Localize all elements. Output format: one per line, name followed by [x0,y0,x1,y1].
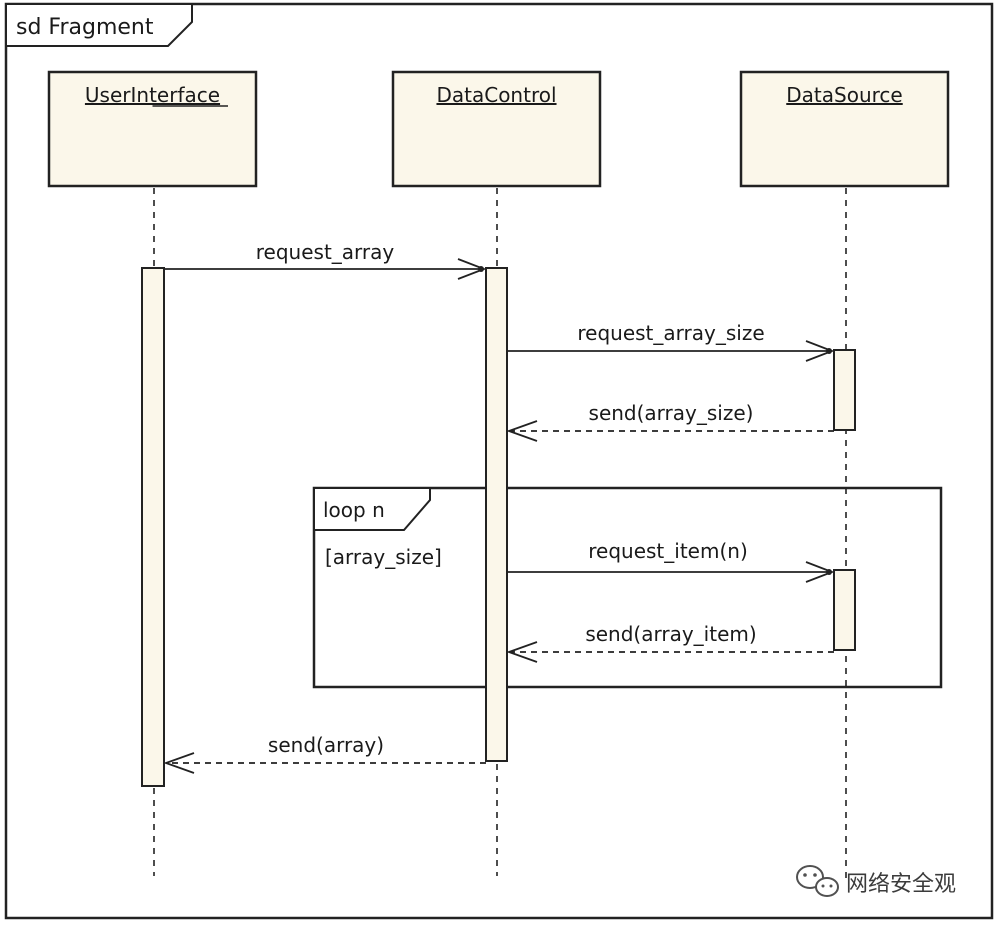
activation-datasource-item [833,569,856,651]
lifeline-datacontrol: DataControl [391,70,602,188]
activation-datacontrol [485,267,508,762]
message-dot [826,348,832,354]
message-send-array-size: send(array_size) [506,401,834,442]
lifeline-name: UserInterface [85,83,220,107]
lifeline-name: DataSource [786,83,902,107]
activation-datasource-size [833,349,856,431]
diagram-frame [4,2,994,920]
loop-tab [313,487,431,531]
message-label: request_array [256,240,395,264]
loop-frame [312,486,943,689]
message-send-array-item: send(array_item) [506,622,834,663]
lifeline-box [391,70,602,188]
lifeline-box [739,70,950,188]
lifeline-userinterface: UserInterface [47,70,258,188]
message-label: send(array_size) [589,401,754,425]
arrowhead-open [506,420,538,442]
message-request-array-size: request_array_size [507,321,835,362]
message-label: request_array_size [577,321,764,345]
lifeline-box [47,70,258,188]
watermark-text: 网络安全观 [846,872,956,897]
loop-label: loop n [323,498,385,522]
arrowhead-open [506,641,538,663]
wechat-icon [796,865,839,897]
message-send-array: send(array) [163,733,486,774]
activation-userinterface [141,267,165,787]
frame-tab [5,3,193,47]
loop-fragment: loop n [array_size] [312,486,943,689]
watermark: 网络安全观 [796,865,956,897]
message-dot [826,569,832,575]
lifeline-name: DataControl [436,83,556,107]
arrowhead-open [163,752,195,774]
loop-guard: [array_size] [325,545,442,569]
message-label: send(array) [268,733,384,757]
message-request-item: request_item(n) [507,539,835,583]
message-label: send(array_item) [585,622,756,646]
lifeline-datasource: DataSource [739,70,950,188]
message-dot [478,266,484,272]
frame-label: sd Fragment [16,15,154,40]
message-request-array: request_array [164,240,487,280]
message-label: request_item(n) [588,539,748,563]
